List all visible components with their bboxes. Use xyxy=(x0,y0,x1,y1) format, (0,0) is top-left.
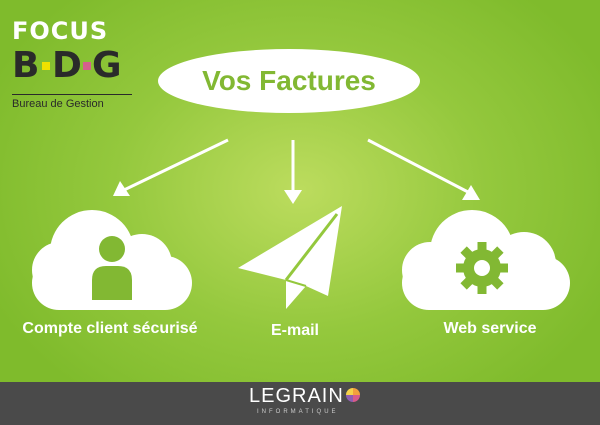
logo-letter-d: D xyxy=(52,45,82,86)
title-oval: Vos Factures xyxy=(158,49,420,113)
user-cloud-icon xyxy=(32,210,192,310)
arrow-left-icon xyxy=(113,138,229,196)
logo-letter-b: B xyxy=(12,45,40,86)
footer-bar xyxy=(0,382,600,425)
channel-label-email: E-mail xyxy=(270,322,319,339)
footer-subtitle: INFORMATIQUE xyxy=(257,409,339,415)
arrow-center-icon xyxy=(284,140,302,204)
footer-brand: LEGRAIN xyxy=(249,385,344,407)
logo-bdg: B D G xyxy=(12,46,132,86)
logo-yellow-square xyxy=(42,62,50,70)
paper-plane-icon xyxy=(238,206,342,309)
gear-cloud-icon xyxy=(402,210,570,310)
logo-pink-square xyxy=(83,62,91,70)
logo-divider xyxy=(12,94,132,95)
focus-bdg-logo: FOCUS B D G Bureau de Gestion xyxy=(12,17,132,110)
legrain-mark-icon xyxy=(346,388,360,402)
channel-label-client-account: Compte client sécurisé xyxy=(22,320,198,337)
logo-subtitle: Bureau de Gestion xyxy=(12,98,104,110)
logo-focus-text: FOCUS xyxy=(12,17,109,45)
arrow-right-icon xyxy=(367,138,480,200)
page-title: Vos Factures xyxy=(202,65,376,96)
logo-letter-g: G xyxy=(92,45,122,86)
channel-label-web-service: Web service xyxy=(443,320,537,337)
